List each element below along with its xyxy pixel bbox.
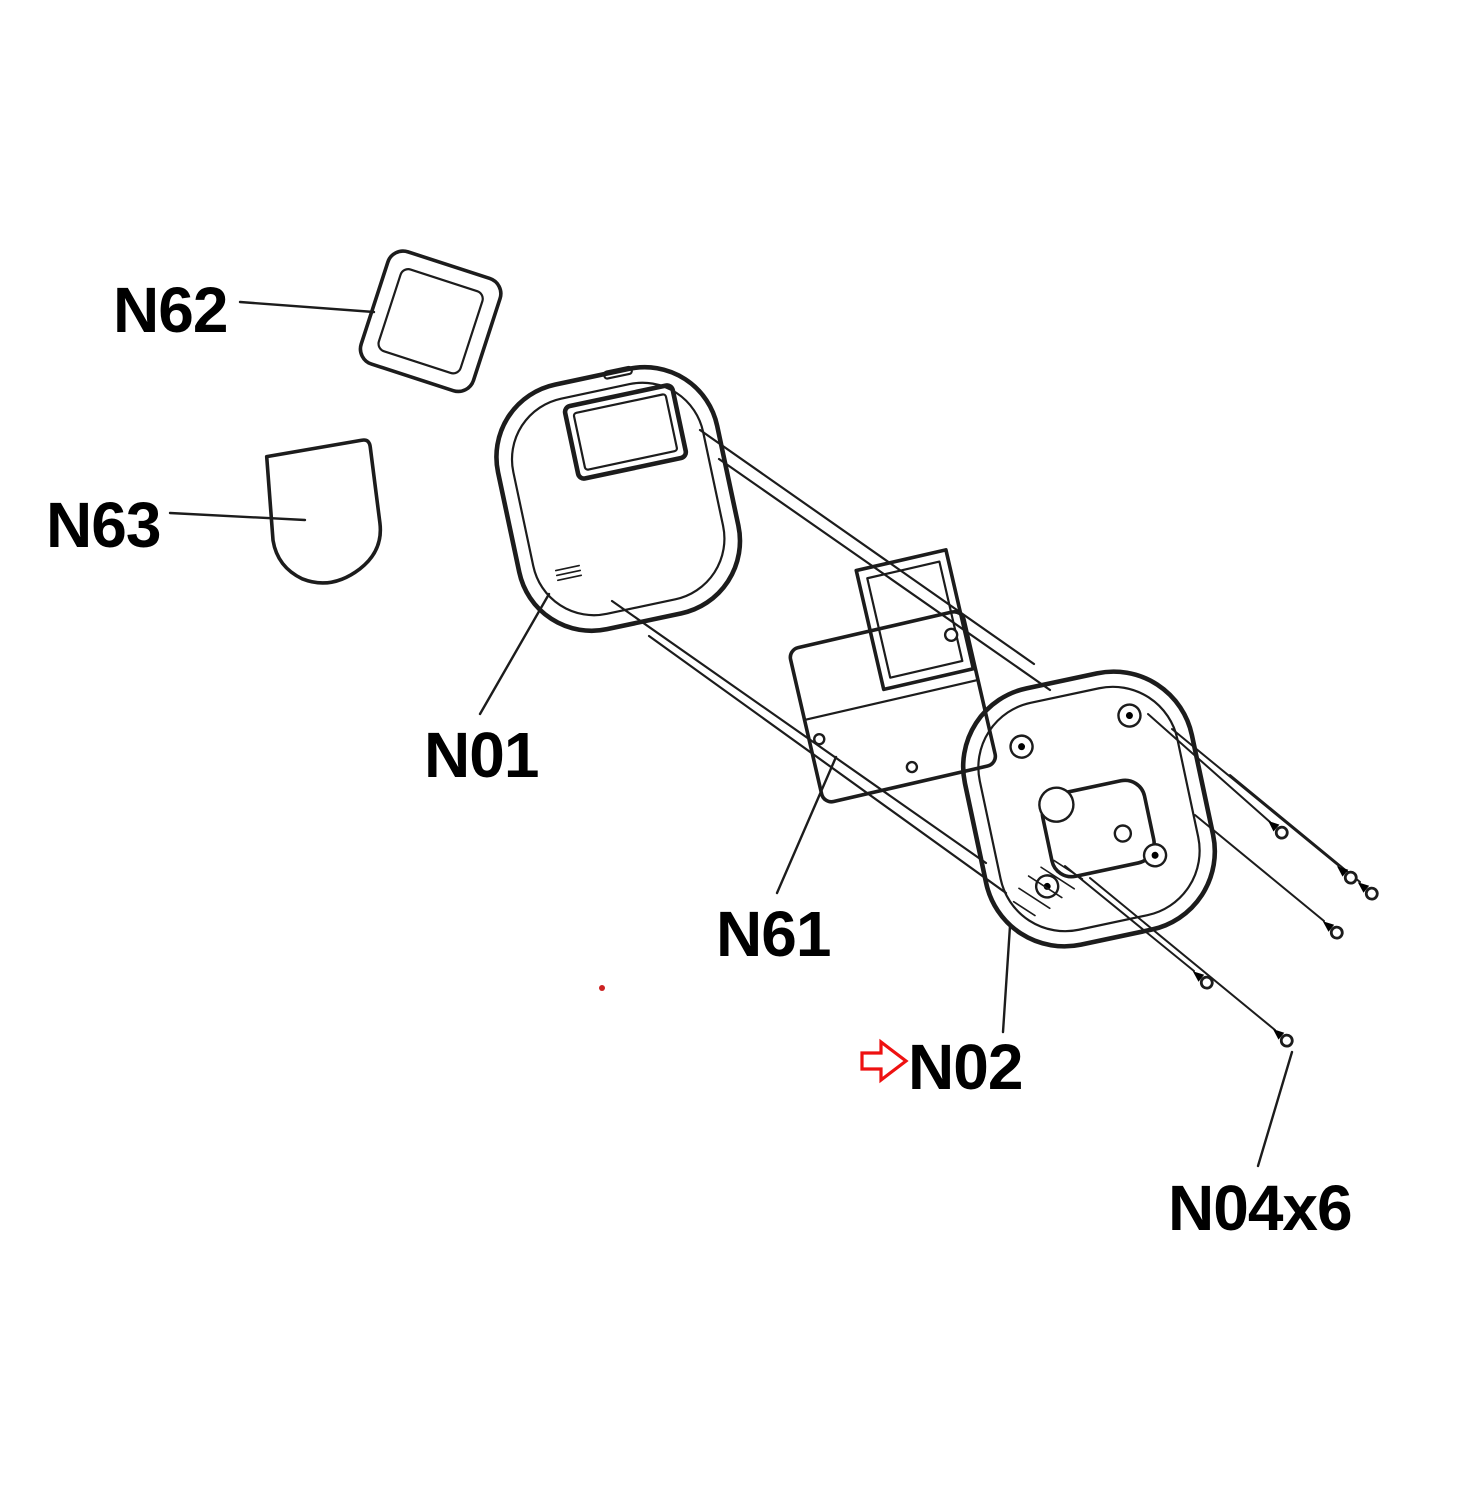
n01-outer-outline [494, 364, 743, 634]
label-n04x6: N04x6 [1168, 1172, 1352, 1244]
n02-boss-2-dot [1125, 712, 1133, 720]
screw-guide-lines [1064, 713, 1361, 1031]
label-n01: N01 [424, 719, 538, 791]
part-n02-bottom-housing [960, 669, 1218, 949]
n62-inner-outline [377, 268, 484, 375]
n63-outline [264, 438, 383, 585]
label-leader-lines [168, 300, 1294, 1168]
screw-glyph-6 [1272, 1029, 1294, 1048]
screws-n04-group [1192, 820, 1379, 1048]
n62-outer-outline [358, 249, 503, 394]
n02-hatch-pattern [1012, 859, 1084, 917]
part-n63-cover [264, 438, 383, 585]
label-n02: N02 [908, 1031, 1022, 1103]
n02-outer-outline [960, 669, 1218, 949]
leader-line-n63 [168, 511, 307, 522]
part-n62-frame [358, 249, 503, 394]
label-n62: N62 [113, 274, 227, 346]
n61-body [788, 609, 998, 804]
leader-line-n01 [478, 592, 551, 716]
screw-glyph-5 [1192, 971, 1214, 990]
leader-line-n62 [238, 300, 376, 314]
part-n01-top-housing [494, 364, 743, 634]
n02-boss-3-dot [1043, 882, 1051, 890]
n61-hole-2 [905, 760, 919, 774]
n02-boss-4-dot [1151, 851, 1159, 859]
n61-body-line [803, 678, 980, 722]
red-dot-marker [599, 985, 605, 991]
n02-boss-1-dot [1018, 743, 1026, 751]
n01-inner-outline [510, 381, 726, 617]
n61-hole-1 [813, 732, 826, 746]
leader-line-n02 [1001, 924, 1012, 1034]
n61-hole-3 [943, 627, 959, 643]
n01-window-outer [562, 383, 689, 481]
n01-window-inner [572, 393, 678, 471]
highlight-arrow-icon [860, 1038, 909, 1084]
leader-line-n04 [1256, 1050, 1294, 1168]
part-n61-bracket [788, 548, 998, 804]
assembly-body-lines [610, 428, 1052, 895]
n02-center-opening [1040, 778, 1156, 879]
screw-glyph-2 [1336, 866, 1358, 885]
label-n63: N63 [46, 489, 160, 561]
n02-inner-outline [977, 685, 1201, 933]
n01-top-notch [602, 365, 633, 380]
n01-grill-lines [554, 564, 583, 582]
screw-glyph-1 [1268, 820, 1289, 840]
n02-small-hole [1113, 824, 1133, 843]
drawing-root: N62 N63 N01 N61 N02 N04x6 [46, 249, 1379, 1244]
label-n61: N61 [716, 898, 830, 970]
screw-glyph-3 [1357, 882, 1379, 901]
leader-line-n61 [775, 755, 838, 895]
n02-large-hole [1038, 786, 1075, 823]
screw-glyph-4 [1322, 921, 1344, 940]
